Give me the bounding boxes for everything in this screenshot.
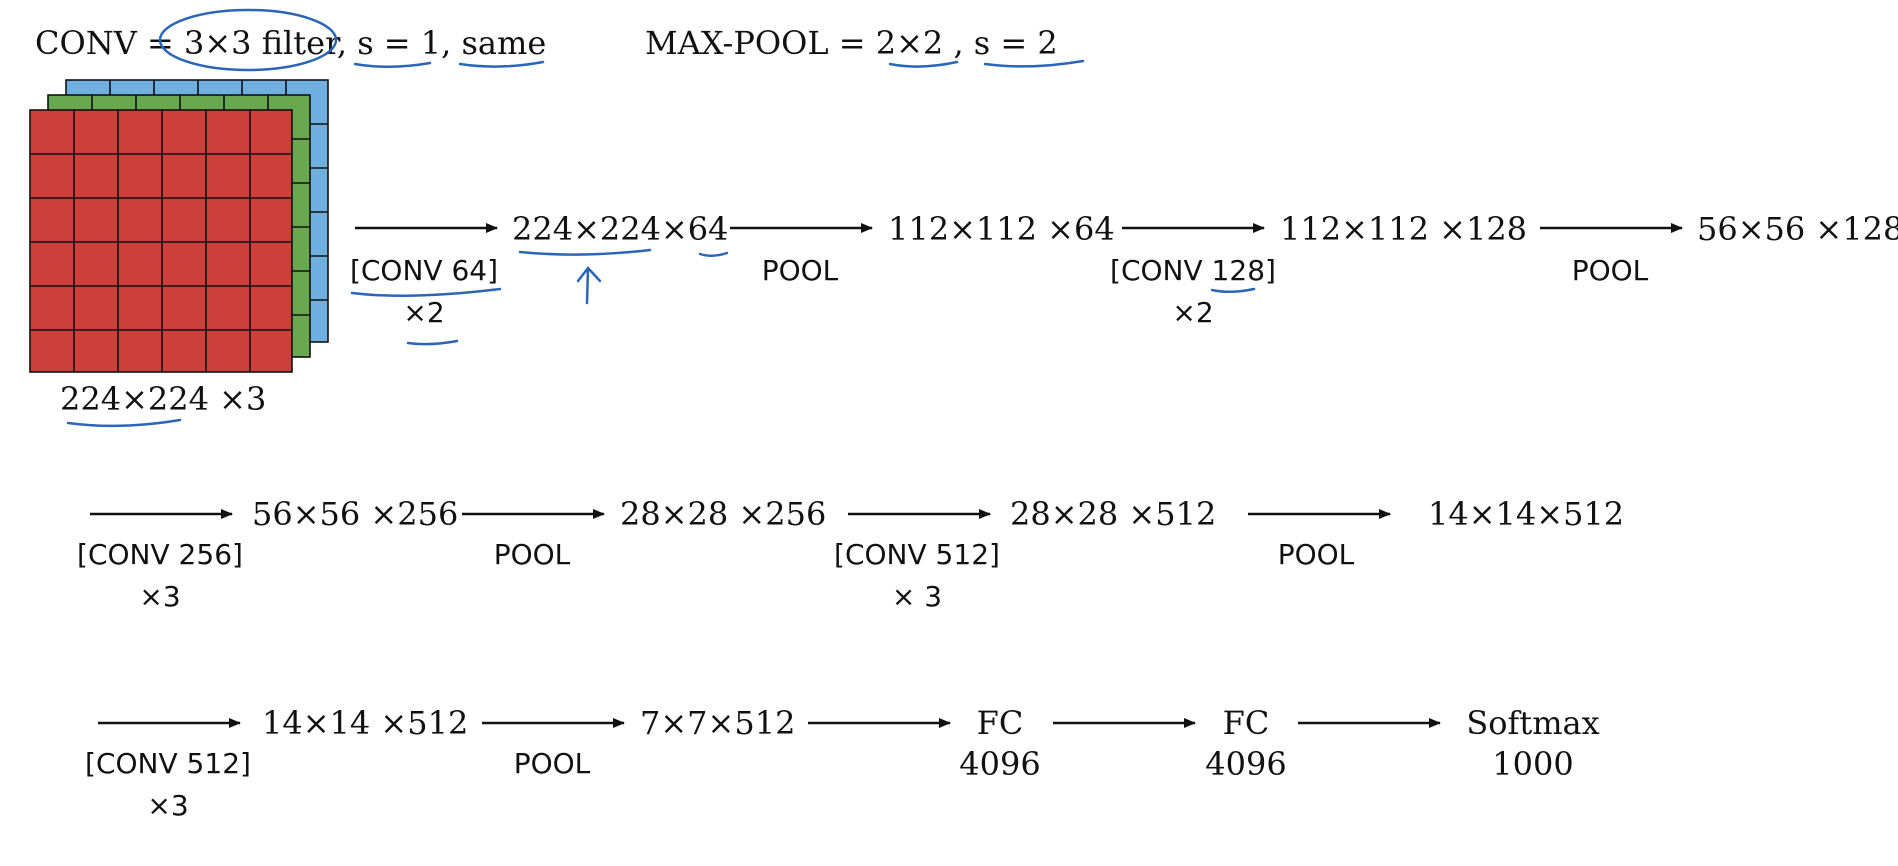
row1-label-pool2: POOL [1572,254,1649,287]
row3-label-pool5: POOL [514,747,591,780]
row3-label-conv512: [CONV 512] [85,747,251,780]
input-dims-underline [66,418,182,428]
row1-label-pool1: POOL [762,254,839,287]
conv-definition: CONV = 3×3 filter, s = 1, same [35,24,546,62]
same-underline [458,60,545,68]
row-2: [CONV 256] ×3 56×56 ×256 POOL 28×28 ×256… [77,495,1624,613]
row3-dims-7x7x512: 7×7×512 [640,704,795,742]
conv-padding: same [461,24,546,62]
stride-underline [353,61,432,69]
fc2-label: FC [1223,704,1270,742]
row2-label-pool3: POOL [494,538,571,571]
row2-label-conv512-repeat: × 3 [892,580,942,613]
row2-dims-56x56x256: 56×56 ×256 [252,495,458,533]
row-3: [CONV 512] ×3 14×14 ×512 POOL 7×7×512 FC… [85,704,1600,822]
conv64-underline [350,287,502,297]
row3-dims-14x14x512: 14×14 ×512 [262,704,468,742]
row1-annotations [350,248,1256,346]
repeat2-underline [406,339,459,346]
row2-label-pool4: POOL [1278,538,1355,571]
row1-dims-224x224x64: 224×224×64 [512,210,729,248]
input-volume [29,79,329,373]
fc2-size: 4096 [1205,745,1286,783]
row1-dims-112x112x64: 112×112 ×64 [888,210,1115,248]
front-layer [29,109,293,373]
fc1-size: 4096 [959,745,1040,783]
row-1: [CONV 64] ×2 224×224×64 POOL 112×112 ×64… [350,210,1898,329]
conv128-underline [1210,287,1256,293]
row2-dims-14x14x512: 14×14×512 [1428,495,1624,533]
row1-dims-56x56x128: 56×56 ×128 [1697,210,1898,248]
maxpool-definition: MAX-POOL = 2×2 , s = 2 [645,24,1058,62]
input-dims: 224×224 ×3 [60,380,266,418]
row2-dims-28x28x256: 28×28 ×256 [620,495,826,533]
row1-label-conv128-repeat: ×2 [1172,296,1213,329]
filter-circle-annotation [158,8,338,72]
pool-stride-underline [983,59,1085,68]
softmax-size: 1000 [1492,745,1573,783]
row1-label-conv128: [CONV 128] [1110,254,1276,287]
header-annotations [158,8,1085,72]
pool-stride: s = 2 [974,24,1058,62]
depth-underline [698,251,729,257]
conv-sep2: , [441,24,461,62]
pool-sep: , [943,24,974,62]
row3-label-conv512-repeat: ×3 [147,789,188,822]
pool-size-underline [888,60,959,68]
row2-label-conv256-repeat: ×3 [139,580,180,613]
conv-sep1: , [337,24,357,62]
conv-stride: s = 1 [357,24,441,62]
row1-dims-112x112x128: 112×112 ×128 [1280,210,1527,248]
row2-label-conv512: [CONV 512] [834,538,1000,571]
conv-filter: 3×3 filter [184,24,341,62]
row2-label-conv256: [CONV 256] [77,538,243,571]
row1-label-conv64: [CONV 64] [350,254,498,287]
up-arrow-annotation [576,266,602,305]
pool-size: 2×2 [876,24,944,62]
row2-dims-28x28x512: 28×28 ×512 [1010,495,1216,533]
row1-label-conv64-repeat: ×2 [403,296,444,329]
dims-underline [518,248,652,256]
softmax-label: Softmax [1466,704,1599,742]
fc1-label: FC [977,704,1024,742]
pool-prefix: MAX-POOL = [645,24,876,62]
